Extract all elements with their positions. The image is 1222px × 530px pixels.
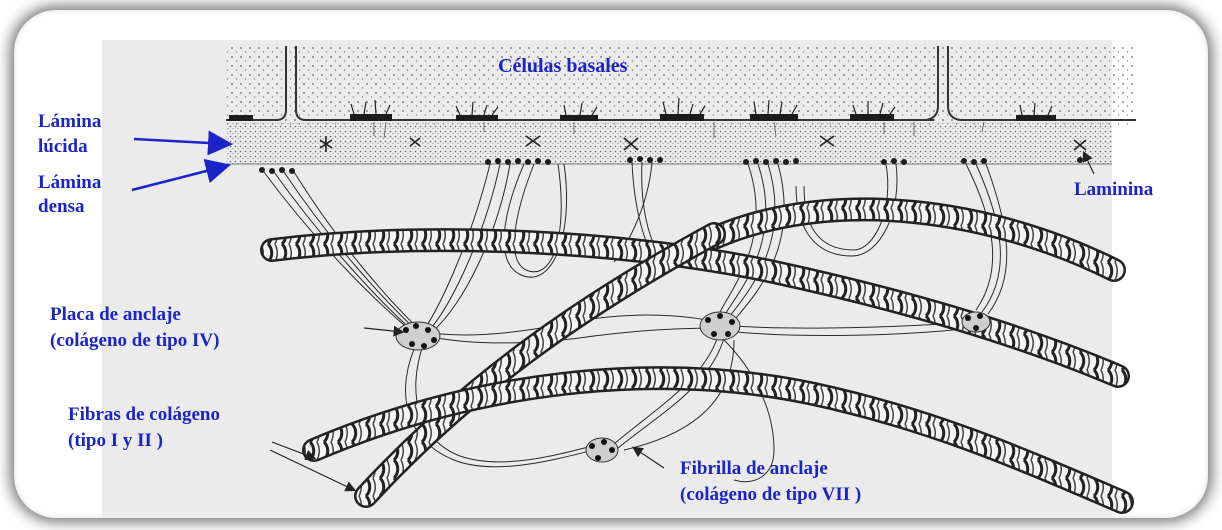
anchoring-plaque [396,322,440,350]
basal-cells-layer [226,46,1136,126]
label-lamina-lucida-line2: lúcida [38,136,88,157]
label-anchoring-fibril-line2: (colágeno de tipo VII ) [680,484,861,505]
label-collagen-fibers-line1: Fibras de colágeno [68,404,220,425]
label-anchoring-fibril-line1: Fibrilla de anclaje [680,458,828,479]
label-anchoring-plaque-line1: Placa de anclaje [50,304,181,325]
label-collagen-fibers-line2: (tipo I y II ) [68,430,163,451]
anchoring-plaque [586,438,618,462]
label-laminin: Laminina [1074,179,1154,200]
anchoring-plaque [700,312,740,340]
basement-membrane-diagram: Células basales Lámina lúcida Lámina den… [14,10,1208,518]
label-anchoring-plaque-line2: (colágeno de tipo IV) [50,330,219,351]
label-basal-cells: Células basales [498,55,628,77]
label-lamina-lucida-line1: Lámina [38,111,102,132]
label-lamina-densa-line1: Lámina [38,172,102,193]
anchoring-plaque [962,312,990,332]
rounded-frame: Células basales Lámina lúcida Lámina den… [14,10,1208,518]
label-lamina-densa-line2: densa [38,196,85,217]
